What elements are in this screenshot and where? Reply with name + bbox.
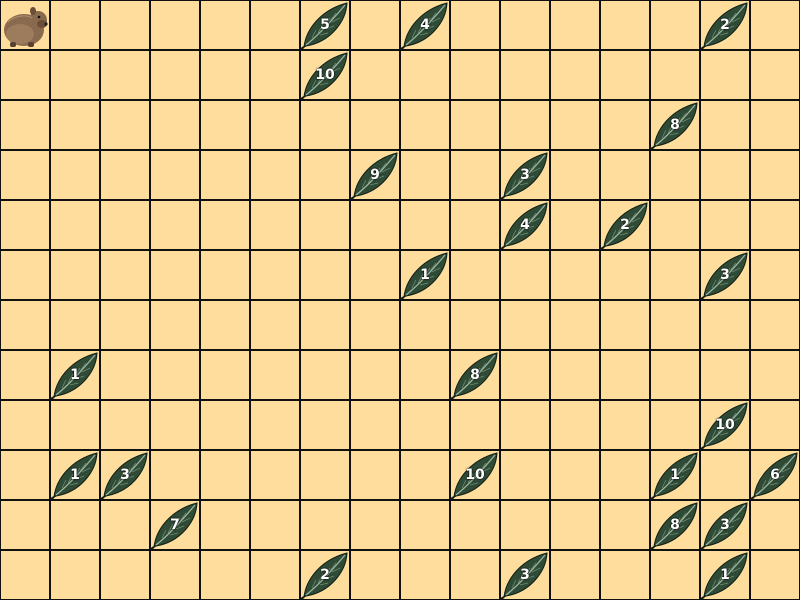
leaf-cell[interactable]: 3	[500, 550, 550, 600]
leaf-cell[interactable]: 10	[300, 50, 350, 100]
leaf-cell[interactable]: 8	[450, 350, 500, 400]
leaf-icon	[500, 552, 548, 600]
wombat-player[interactable]	[0, 0, 50, 50]
leaf-cell[interactable]: 3	[700, 500, 750, 550]
wombat-icon	[4, 7, 48, 47]
leaf-cell[interactable]: 4	[500, 200, 550, 250]
leaf-icon	[650, 452, 698, 500]
leaf-icon	[700, 402, 748, 450]
leaf-icon	[700, 2, 748, 50]
leaf-cell[interactable]: 5	[300, 0, 350, 50]
leaf-cell[interactable]: 8	[650, 500, 700, 550]
leaf-icon	[450, 452, 498, 500]
leaf-icon	[450, 352, 498, 400]
leaf-cell[interactable]: 6	[750, 450, 800, 500]
leaf-icon	[300, 2, 348, 50]
leaf-cell[interactable]: 2	[600, 200, 650, 250]
leaf-icon	[600, 202, 648, 250]
leaf-icon	[350, 152, 398, 200]
leaf-cell[interactable]: 1	[50, 450, 100, 500]
leaf-cell[interactable]: 2	[700, 0, 750, 50]
leaf-icon	[400, 252, 448, 300]
leaf-cell[interactable]: 10	[700, 400, 750, 450]
leaf-cell[interactable]: 3	[500, 150, 550, 200]
leaf-icon	[300, 52, 348, 100]
leaf-cell[interactable]: 7	[150, 500, 200, 550]
leaf-cell[interactable]: 1	[650, 450, 700, 500]
leaf-icon	[650, 102, 698, 150]
leaf-icon	[750, 452, 798, 500]
leaf-cell[interactable]: 9	[350, 150, 400, 200]
leaf-cell[interactable]: 3	[100, 450, 150, 500]
leaf-icon	[650, 502, 698, 550]
leaf-icon	[500, 152, 548, 200]
leaf-cell[interactable]: 4	[400, 0, 450, 50]
leaf-cell[interactable]: 1	[700, 550, 750, 600]
leaf-icon	[100, 452, 148, 500]
leaf-cell[interactable]: 2	[300, 550, 350, 600]
leaf-icon	[500, 202, 548, 250]
leaf-icon	[50, 352, 98, 400]
leaf-cell[interactable]: 8	[650, 100, 700, 150]
leaf-icon	[700, 252, 748, 300]
leaf-cell[interactable]: 3	[700, 250, 750, 300]
leaf-icon	[700, 502, 748, 550]
leaf-icon	[150, 502, 198, 550]
leaf-icon	[700, 552, 748, 600]
leaf-icon	[50, 452, 98, 500]
leaf-cell[interactable]: 10	[450, 450, 500, 500]
leaf-cell[interactable]: 1	[400, 250, 450, 300]
leaf-icon	[400, 2, 448, 50]
leaf-icon	[300, 552, 348, 600]
leaf-cell[interactable]: 1	[50, 350, 100, 400]
